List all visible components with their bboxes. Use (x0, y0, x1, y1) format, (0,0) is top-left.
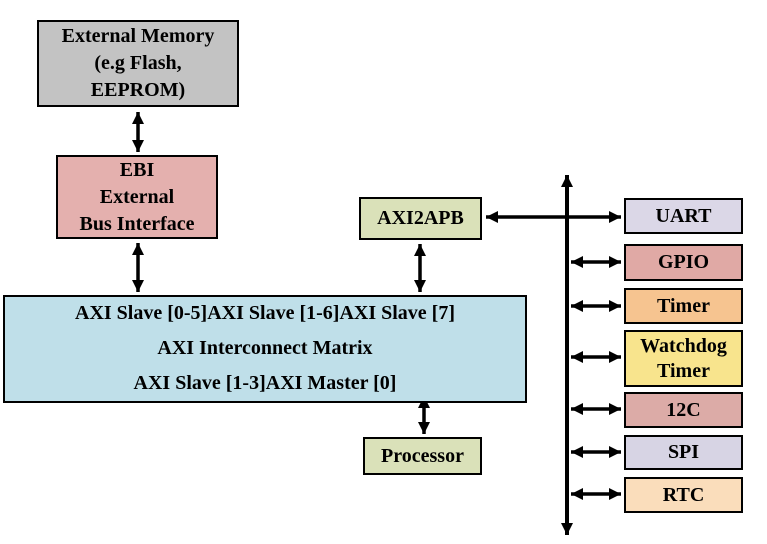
external-memory-label-line1: External Memory (61, 25, 215, 47)
ebi-label-line2: External (99, 185, 175, 208)
gpio-label: GPIO (657, 251, 710, 273)
processor-label: Processor (381, 444, 464, 467)
watchdog-timer-box: Watchdog Timer (624, 330, 743, 387)
watchdog-timer-label-line2: Timer (657, 359, 710, 382)
matrix-title-row: AXI Interconnect Matrix (150, 336, 379, 360)
port-axi-slave-1-3: AXI Slave [1-3] (133, 372, 266, 394)
axi2apb-label: AXI2APB (377, 207, 464, 229)
port-axi-slave-0-5: AXI Slave [0-5] (75, 302, 208, 324)
external-memory-label-line2: (e.g Flash, (94, 52, 182, 74)
spi-box: SPI (624, 435, 743, 470)
processor-box: Processor (363, 437, 482, 475)
rtc-label: RTC (662, 483, 705, 506)
i2c-label: 12C (666, 398, 701, 421)
timer-label: Timer (657, 294, 710, 317)
port-axi-slave-7: AXI Slave [7] (339, 302, 455, 324)
i2c-box: 12C (624, 392, 743, 428)
external-memory-label-line3: EEPROM) (90, 79, 186, 101)
uart-label: UART (655, 204, 712, 227)
ebi-box: EBI External Bus Interface (56, 155, 218, 239)
rtc-box: RTC (624, 477, 743, 513)
axi-interconnect-matrix-box: AXI Slave [0-5] AXI Slave [1-6] AXI Slav… (3, 295, 527, 403)
port-axi-slave-1-6: AXI Slave [1-6] (207, 302, 340, 324)
ebi-label-line1: EBI (119, 158, 155, 181)
matrix-bottom-row: AXI Slave [1-3] AXI Master [0] (127, 371, 404, 395)
external-memory-box: External Memory (e.g Flash, EEPROM) (37, 20, 239, 107)
timer-box: Timer (624, 288, 743, 324)
port-axi-master-0: AXI Master [0] (265, 372, 397, 394)
spi-label: SPI (667, 441, 700, 463)
matrix-top-row: AXI Slave [0-5] AXI Slave [1-6] AXI Slav… (68, 301, 462, 325)
gpio-box: GPIO (624, 244, 743, 281)
axi2apb-box: AXI2APB (359, 197, 482, 240)
ebi-label-line3: Bus Interface (79, 212, 195, 235)
watchdog-timer-label-line1: Watchdog (640, 334, 727, 357)
uart-box: UART (624, 198, 743, 234)
matrix-title: AXI Interconnect Matrix (157, 337, 373, 359)
